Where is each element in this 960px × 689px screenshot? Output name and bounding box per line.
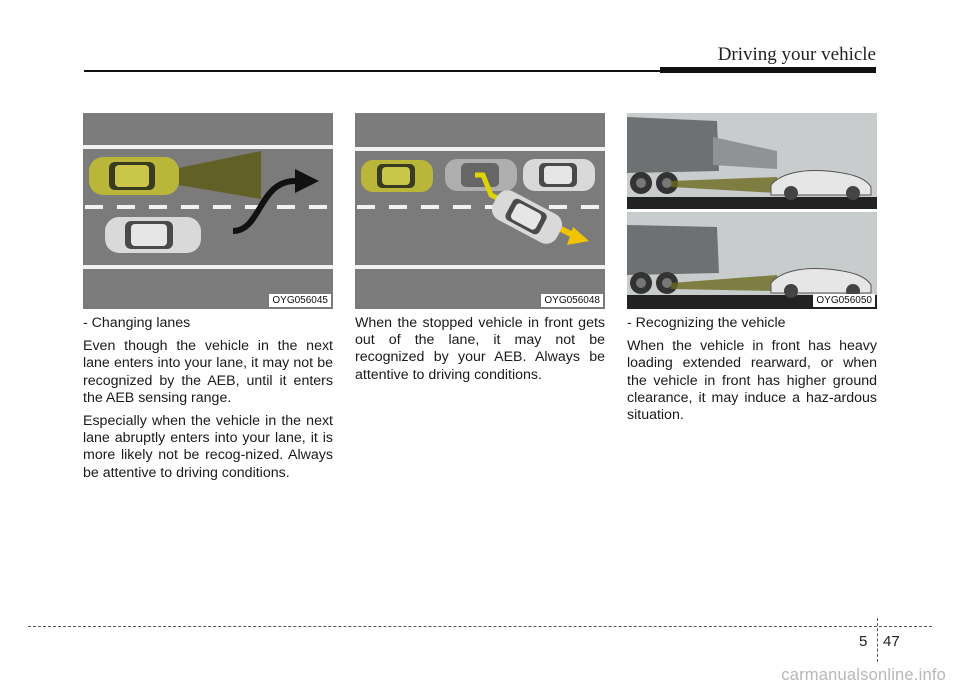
column-changing-lanes: OYG056045 - Changing lanes Even though t… bbox=[83, 113, 333, 488]
vehicle-exit-diagram-icon bbox=[355, 113, 605, 309]
figure-truck-clearance: OYG056050 bbox=[627, 113, 877, 309]
footer-rule bbox=[28, 626, 932, 627]
figure-lane-change: OYG056045 bbox=[83, 113, 333, 309]
chapter-number: 5 bbox=[859, 633, 868, 650]
page-number-separator bbox=[877, 618, 878, 662]
truck-clearance-diagram-icon bbox=[627, 113, 877, 309]
header-rule-accent bbox=[660, 67, 876, 73]
paragraph: Even though the vehicle in the next lane… bbox=[83, 338, 333, 406]
list-item-changing-lanes: - Changing lanes bbox=[83, 315, 191, 331]
figure-code: OYG056048 bbox=[541, 294, 603, 307]
list-item-recognizing-vehicle: - Recognizing the vehicle bbox=[627, 315, 786, 331]
watermark[interactable]: carmanualsonline.info bbox=[781, 666, 946, 684]
figure-code: OYG056050 bbox=[813, 294, 875, 307]
figure-code: OYG056045 bbox=[269, 294, 331, 307]
column-stopped-vehicle: OYG056048 When the stopped vehicle in fr… bbox=[355, 113, 605, 390]
lane-change-diagram-icon bbox=[83, 113, 333, 309]
column-recognizing-vehicle: OYG056050 - Recognizing the vehicle When… bbox=[627, 113, 877, 430]
paragraph: When the stopped vehicle in front gets o… bbox=[355, 315, 605, 383]
page-number: 47 bbox=[883, 633, 900, 650]
header-title: Driving your vehicle bbox=[717, 44, 876, 65]
figure-vehicle-exit: OYG056048 bbox=[355, 113, 605, 309]
paragraph: When the vehicle in front has heavy load… bbox=[627, 338, 877, 424]
paragraph: Especially when the vehicle in the next … bbox=[83, 413, 333, 481]
header-rule bbox=[84, 70, 660, 72]
